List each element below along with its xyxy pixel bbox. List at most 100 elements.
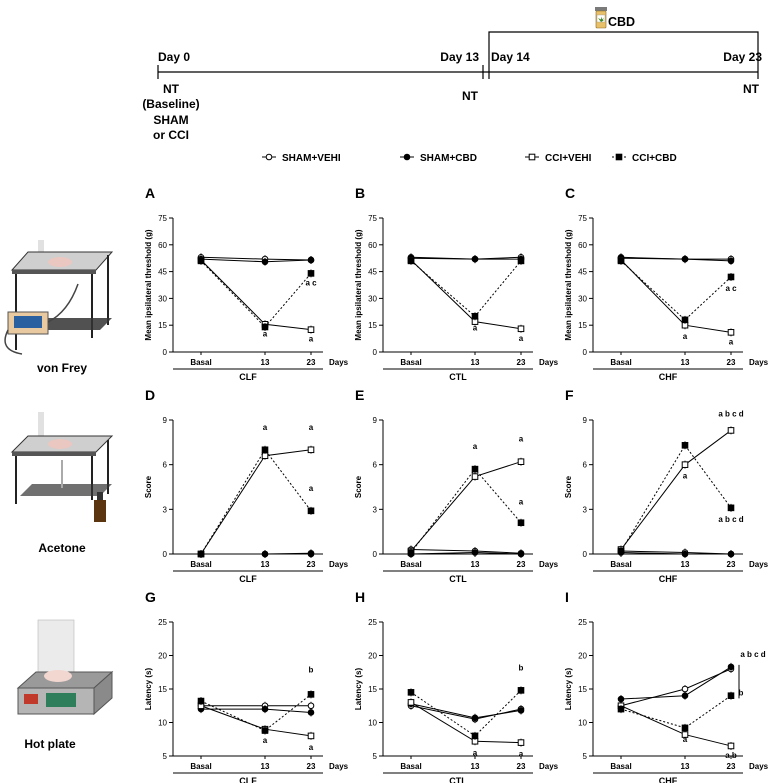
series-sham-cbd	[197, 255, 315, 266]
series-cci-vehi	[407, 698, 525, 747]
series-cci-vehi	[197, 255, 315, 334]
von-frey-apparatus-icon	[4, 240, 114, 355]
y-tick-label: 10	[578, 719, 587, 728]
y-tick-label: 45	[578, 268, 587, 277]
series-cci-vehi	[617, 426, 735, 554]
legend-item: SHAM+CBD	[400, 153, 477, 164]
x-tick-label: 13	[471, 358, 480, 367]
significance-label: a	[309, 484, 314, 493]
series-line	[200, 260, 312, 328]
series-line	[410, 703, 522, 719]
y-tick-label: 60	[158, 241, 167, 250]
data-point	[197, 697, 205, 705]
x-axis-days-label: Days	[539, 560, 559, 569]
data-point	[617, 547, 625, 555]
data-point	[197, 257, 205, 265]
data-point	[307, 709, 315, 716]
y-tick-label: 20	[578, 652, 587, 661]
significance-label: a	[519, 435, 524, 444]
timeline-label-day23: Day 23	[723, 50, 762, 64]
data-point	[517, 739, 525, 746]
series-sham-cbd	[407, 254, 525, 264]
y-tick-label: 15	[578, 685, 587, 694]
y-axis-label: Mean ipsilateral threshold (g)	[144, 229, 153, 340]
series-line	[200, 693, 312, 732]
y-tick-label: 25	[368, 618, 377, 627]
nt-day13: NT	[462, 89, 479, 103]
x-tick-label: 23	[727, 762, 736, 771]
series-sham-vehi	[407, 545, 525, 558]
x-axis-days-label: Days	[329, 358, 349, 367]
data-point	[307, 702, 315, 710]
series-line	[410, 468, 522, 553]
data-point	[617, 695, 625, 703]
y-tick-label: 15	[368, 685, 377, 694]
series-line	[200, 449, 312, 555]
y-tick-label: 6	[583, 461, 588, 470]
data-point	[261, 323, 269, 331]
y-tick-label: 45	[158, 268, 167, 277]
test-label-acetone: Acetone	[38, 541, 86, 555]
y-tick-label: 0	[373, 348, 378, 357]
nt-day23: NT	[743, 82, 760, 96]
y-tick-label: 6	[163, 461, 168, 470]
y-tick-label: 30	[158, 294, 167, 303]
series-cci-cbd	[617, 256, 735, 324]
x-tick-label: 23	[307, 762, 316, 771]
cbd-bottle-icon	[595, 7, 607, 29]
series-cci-vehi	[407, 255, 525, 333]
data-point	[307, 732, 315, 740]
y-tick-label: 20	[368, 652, 377, 661]
timeline: Day 0 Day 13 Day 14 Day 23 NT (Baseline)…	[142, 7, 762, 142]
data-point	[727, 427, 735, 434]
x-tick-label: 13	[471, 560, 480, 569]
x-tick-label: 13	[471, 762, 480, 771]
data-point	[681, 316, 689, 324]
significance-label: a	[473, 442, 478, 451]
y-tick-label: 30	[578, 294, 587, 303]
data-point	[307, 326, 315, 333]
significance-label: a b c d	[718, 409, 743, 418]
series-line	[620, 695, 732, 729]
y-tick-label: 3	[163, 505, 168, 514]
y-tick-label: 75	[368, 214, 377, 223]
panel-letter: E	[355, 387, 364, 403]
data-point	[307, 507, 315, 515]
data-point	[407, 699, 415, 706]
y-axis-label: Score	[564, 475, 573, 498]
data-point	[727, 329, 735, 336]
data-point	[307, 256, 315, 264]
data-point	[517, 257, 525, 265]
y-tick-label: 10	[368, 719, 377, 728]
x-tick-label: 13	[261, 358, 270, 367]
x-tick-label: 23	[517, 762, 526, 771]
panel-letter: B	[355, 185, 365, 201]
group-label: CLF	[239, 372, 257, 382]
data-point	[307, 550, 315, 558]
y-tick-label: 20	[158, 652, 167, 661]
x-tick-label: Basal	[190, 560, 211, 569]
panel-letter: D	[145, 387, 155, 403]
legend-marker	[403, 153, 411, 161]
y-tick-label: 9	[373, 416, 378, 425]
series-sham-cbd	[617, 662, 735, 704]
timeline-label-day0: Day 0	[158, 50, 190, 64]
series-cci-cbd	[617, 691, 735, 732]
series-cci-vehi	[617, 701, 735, 750]
cbd-label: CBD	[608, 15, 635, 29]
data-point	[261, 550, 269, 558]
data-point	[727, 504, 735, 512]
baseline-nt: NT	[163, 82, 180, 96]
baseline-label: (Baseline)	[142, 97, 199, 111]
x-axis-days-label: Days	[539, 358, 559, 367]
x-tick-label: Basal	[610, 762, 631, 771]
group-label: CHF	[659, 372, 678, 382]
series-sham-vehi	[197, 253, 315, 264]
x-tick-label: 13	[681, 358, 690, 367]
test-illustrations: von Frey Acetone Hot plate	[4, 240, 114, 751]
data-point	[261, 446, 269, 454]
data-point	[681, 442, 689, 449]
y-tick-label: 5	[163, 752, 168, 761]
data-point	[727, 550, 735, 558]
